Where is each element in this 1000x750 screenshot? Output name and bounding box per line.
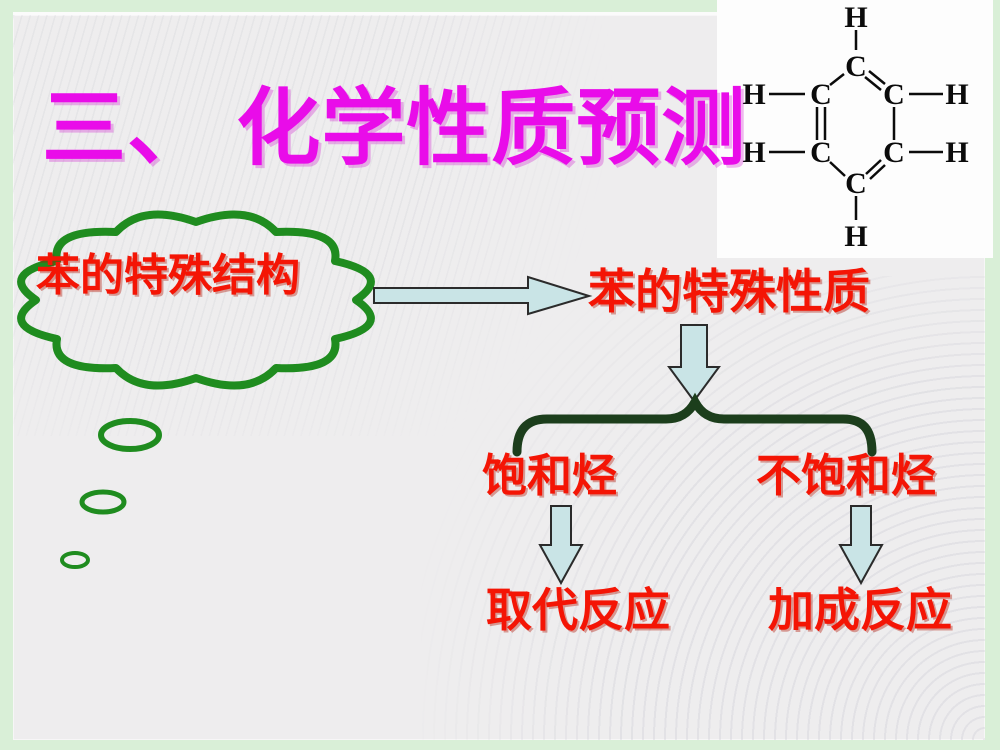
slide-title: 三、 化学性质预测	[42, 81, 747, 175]
hydrogen-atom-label: H	[742, 78, 765, 111]
hydrogen-atom-label: H	[945, 136, 968, 169]
carbon-atom-label: C	[845, 50, 867, 83]
label-benzene-special-property: 苯的特殊性质	[588, 265, 870, 318]
label-saturated-hydrocarbon: 饱和烃	[482, 450, 618, 501]
label-unsaturated-hydrocarbon: 不饱和烃	[756, 450, 937, 501]
carbon-atom-label: C	[810, 78, 832, 111]
label-substitution-reaction: 取代反应	[486, 584, 670, 636]
arrow-right-icon	[373, 275, 593, 316]
thought-bubble-trail	[60, 418, 162, 569]
carbon-atom-label: C	[845, 167, 867, 200]
benzene-bonds	[769, 30, 943, 220]
benzene-structure-image: H C H C C H H C C H C H	[717, 0, 993, 258]
label-addition-reaction: 加成反应	[768, 584, 952, 636]
arrow-down-main-icon	[667, 324, 721, 403]
hydrogen-atom-label: H	[945, 78, 968, 111]
carbon-atom-label: C	[883, 78, 905, 111]
hydrogen-atom-label: H	[844, 1, 867, 34]
carbon-atom-label: C	[810, 136, 832, 169]
cloud-label-benzene-structure: 苯的特殊结构	[36, 251, 300, 300]
hydrogen-atom-label: H	[844, 220, 867, 253]
carbon-atom-label: C	[883, 136, 905, 169]
arrow-down-right-icon	[838, 505, 884, 586]
arrow-down-left-icon	[538, 505, 584, 586]
brace-shape	[512, 392, 877, 457]
thought-cloud-shape	[17, 210, 375, 390]
hydrogen-atom-label: H	[742, 136, 765, 169]
